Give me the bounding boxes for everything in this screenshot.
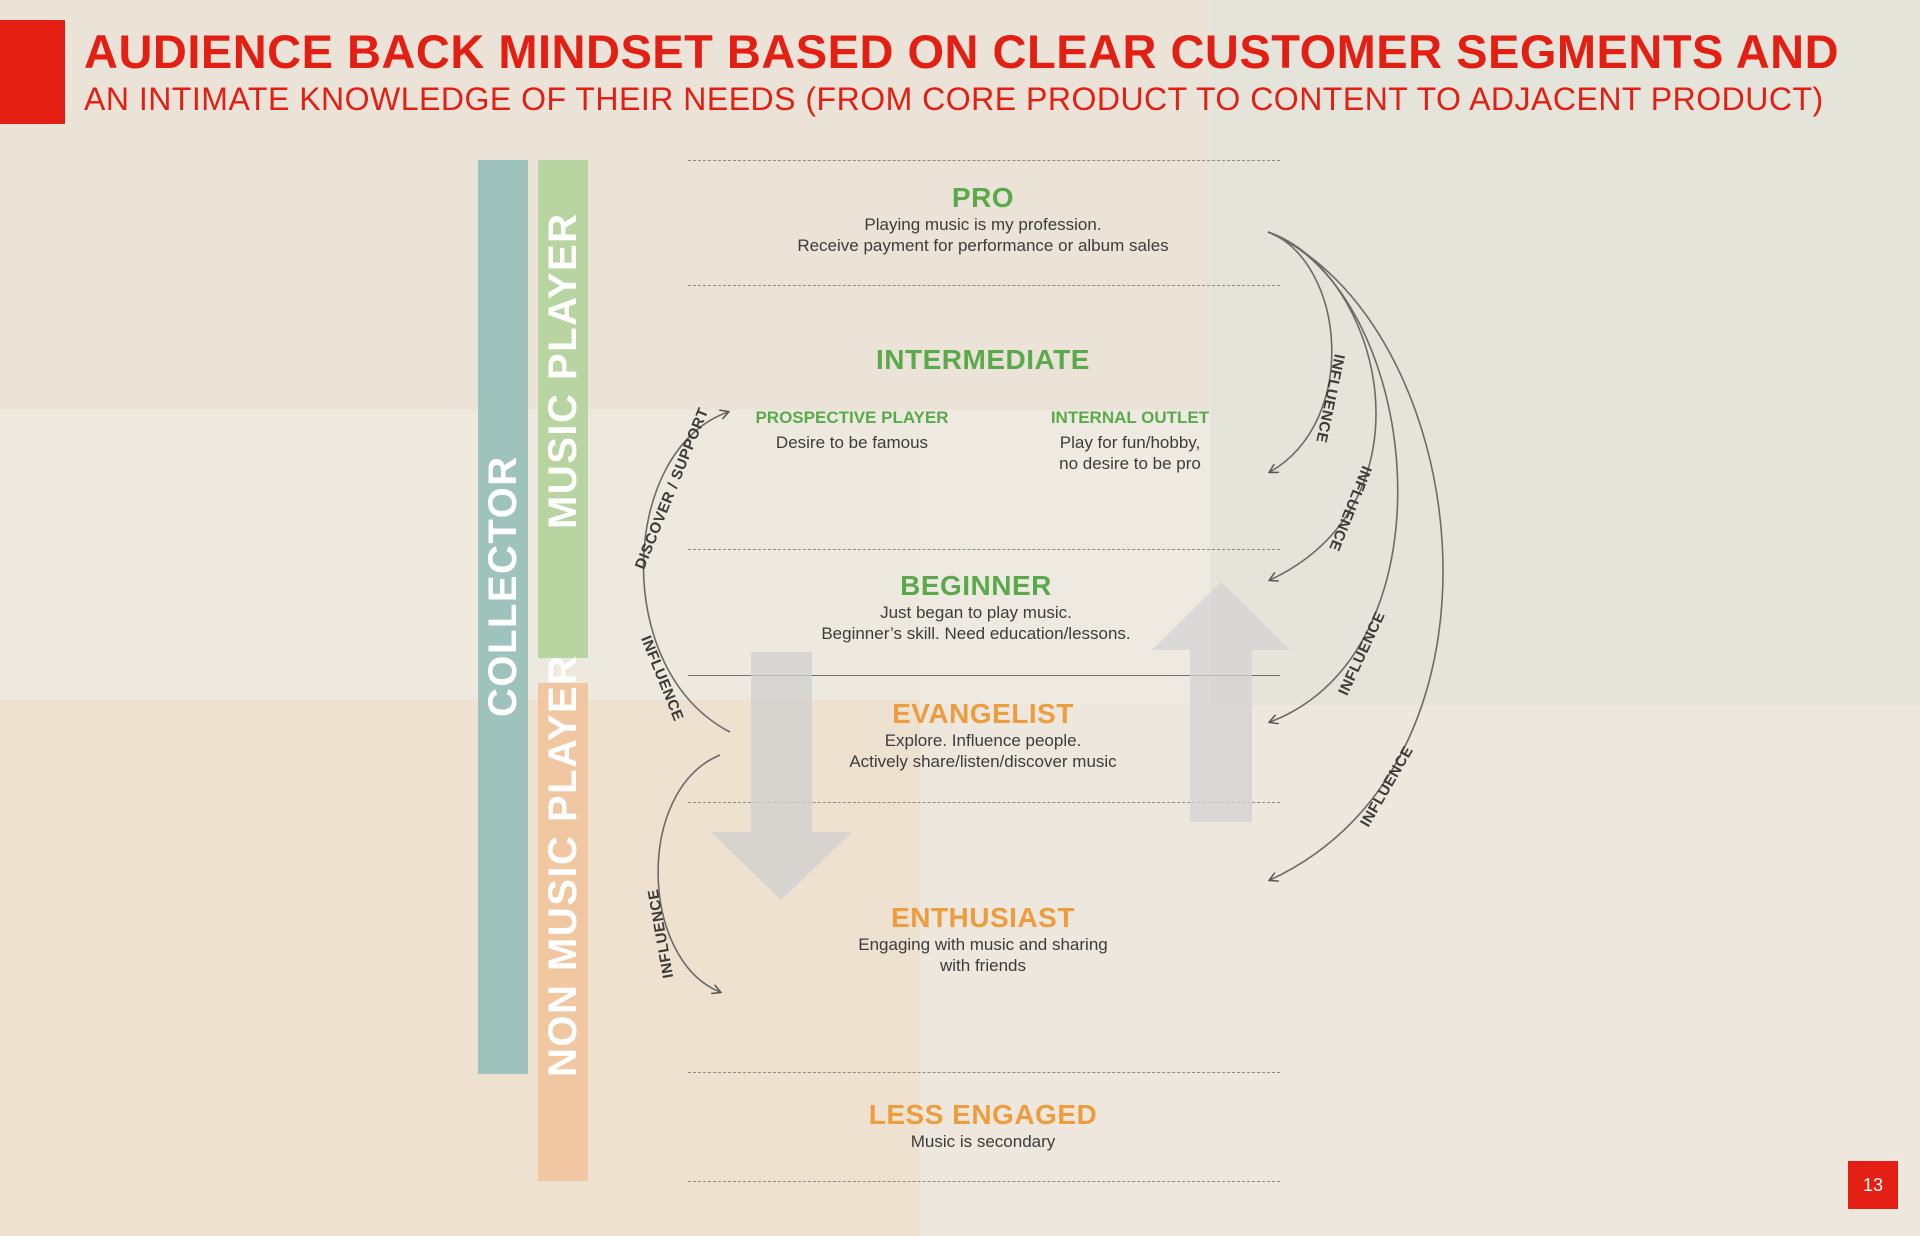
segment-beginner: BEGINNER Just began to play music. Begin… — [726, 570, 1226, 644]
segment-title: ENTHUSIAST — [891, 902, 1075, 933]
segment-intermediate: INTERMEDIATE — [733, 344, 1233, 376]
divider-line — [688, 549, 1280, 550]
header-accent-block — [0, 20, 65, 124]
down-arrow — [711, 652, 852, 900]
subsegment-desc: no desire to be pro — [1059, 454, 1201, 473]
segment-desc: Just began to play music. — [880, 603, 1072, 622]
music-player-bar — [538, 160, 588, 658]
collector-bar — [478, 160, 528, 1074]
divider-line — [688, 802, 1280, 803]
segment-less-engaged: LESS ENGAGED Music is secondary — [733, 1099, 1233, 1152]
influence-curve-4 — [1267, 231, 1444, 880]
segment-desc: Beginner’s skill. Need education/lessons… — [821, 624, 1131, 643]
subsegment-internal-outlet: INTERNAL OUTLET Play for fun/hobby, no d… — [1000, 408, 1260, 474]
divider-line — [688, 285, 1280, 286]
subsegment-desc: Play for fun/hobby, — [1059, 433, 1201, 452]
segment-evangelist: EVANGELIST Explore. Influence people. Ac… — [733, 698, 1233, 772]
influence-curve-3 — [1268, 231, 1399, 722]
segment-desc: Actively share/listen/discover music — [849, 752, 1117, 771]
slide-subtitle: AN INTIMATE KNOWLEDGE OF THEIR NEEDS (FR… — [84, 81, 1824, 117]
non-music-player-bar — [538, 683, 588, 1181]
up-arrow — [1152, 582, 1290, 822]
segment-title: LESS ENGAGED — [868, 1099, 1098, 1130]
segment-desc: with friends — [940, 956, 1026, 975]
discover-support-curve — [642, 412, 730, 733]
influence-curve-left — [657, 754, 720, 992]
segment-desc: Engaging with music and sharing — [858, 935, 1108, 954]
background-photo-top-left — [0, 0, 1210, 410]
segment-title: EVANGELIST — [892, 698, 1074, 729]
subsegment-title: PROSPECTIVE PLAYER — [755, 408, 949, 427]
background-photo-bottom-right — [920, 705, 1920, 1236]
page-number: 13 — [1848, 1161, 1898, 1209]
segment-desc: Receive payment for performance or album… — [797, 236, 1169, 255]
segment-desc: Playing music is my profession. — [864, 215, 1102, 234]
player-divider-line — [688, 675, 1280, 676]
segment-enthusiast: ENTHUSIAST Engaging with music and shari… — [733, 902, 1233, 976]
subsegment-desc: Desire to be famous — [775, 433, 929, 452]
subsegment-title: INTERNAL OUTLET — [1050, 408, 1210, 427]
segment-pro: PRO Playing music is my profession. Rece… — [733, 182, 1233, 256]
segment-desc: Music is secondary — [910, 1132, 1056, 1151]
segment-title: PRO — [951, 182, 1015, 213]
slide-title: AUDIENCE BACK MINDSET BASED ON CLEAR CUS… — [84, 25, 1840, 78]
influence-curve-1 — [1267, 231, 1333, 472]
background-photo-top-right — [1210, 0, 1920, 705]
segment-title: BEGINNER — [900, 570, 1052, 601]
background-photo-middle-left — [0, 410, 920, 700]
divider-line — [688, 1181, 1280, 1182]
divider-line — [688, 1072, 1280, 1073]
segment-title: INTERMEDIATE — [876, 344, 1090, 375]
segment-desc: Explore. Influence people. — [884, 731, 1082, 750]
subsegment-prospective-player: PROSPECTIVE PLAYER Desire to be famous — [722, 408, 982, 453]
divider-line — [688, 160, 1280, 161]
